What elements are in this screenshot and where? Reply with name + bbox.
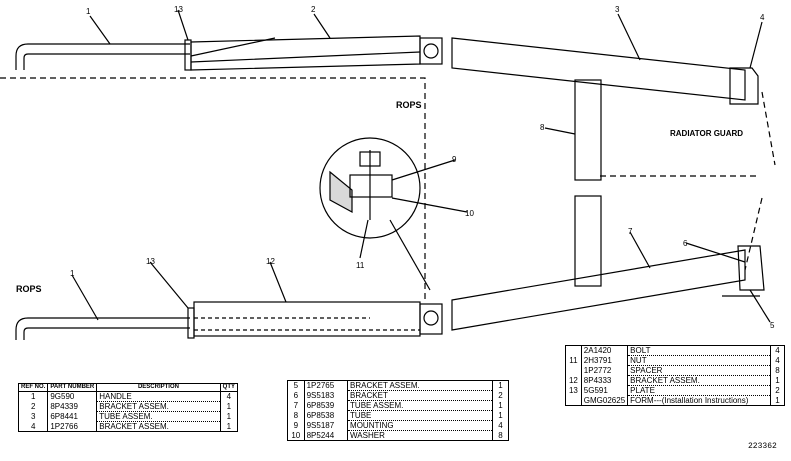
bottom-tube-assem bbox=[451, 249, 746, 331]
callout-10: 10 bbox=[465, 209, 474, 218]
callout-11: 11 bbox=[356, 261, 365, 270]
callout-13-bottom: 13 bbox=[146, 257, 155, 266]
bottom-bracket-assem bbox=[193, 301, 421, 337]
callout-5: 5 bbox=[770, 321, 775, 330]
callout-6: 6 bbox=[683, 239, 688, 248]
col-description: DESCRIPTION bbox=[96, 383, 221, 392]
rops-bottom-label: ROPS bbox=[16, 284, 42, 294]
top-handle bbox=[15, 43, 190, 70]
callout-1-bottom: 1 bbox=[70, 269, 75, 278]
callout-9: 9 bbox=[452, 155, 457, 164]
col-qty: QTY bbox=[219, 383, 239, 392]
callout-3: 3 bbox=[615, 5, 620, 14]
rops-top-label: ROPS bbox=[396, 100, 422, 110]
callout-2: 2 bbox=[311, 5, 316, 14]
bottom-right-bracket bbox=[737, 245, 765, 291]
detail-circle bbox=[319, 137, 421, 239]
callout-1-top: 1 bbox=[86, 7, 91, 16]
center-tube bbox=[574, 79, 602, 181]
top-right-bracket bbox=[729, 67, 759, 105]
drawing-number: 223362 bbox=[748, 442, 777, 451]
col-ref: REF NO. bbox=[17, 383, 49, 392]
callout-8: 8 bbox=[540, 123, 545, 132]
top-pivot bbox=[419, 37, 443, 65]
callout-7: 7 bbox=[628, 227, 633, 236]
callout-12: 12 bbox=[266, 257, 275, 266]
col-part-number: PART NUMBER bbox=[47, 383, 98, 392]
top-tube-assem bbox=[451, 37, 746, 101]
bottom-plate bbox=[187, 307, 195, 339]
bottom-handle bbox=[15, 317, 190, 340]
callout-4: 4 bbox=[760, 13, 765, 22]
callout-13-top: 13 bbox=[174, 5, 183, 14]
radiator-guard-label: RADIATOR GUARD bbox=[670, 129, 743, 138]
